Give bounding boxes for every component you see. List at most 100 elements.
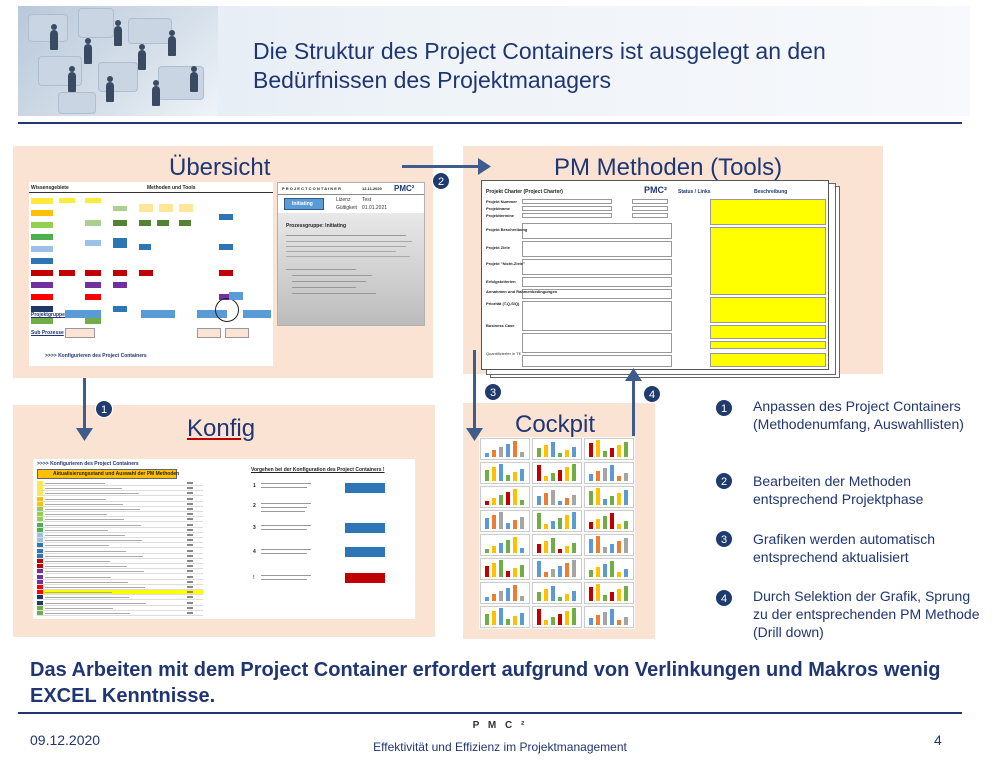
cockpit-mini-chart[interactable] <box>480 558 530 580</box>
pm-methoden-charter-thumbnail[interactable]: Projekt Charter (Project Charter) PMC² S… <box>481 180 829 370</box>
charter-row-label: Projekttermine <box>486 213 515 218</box>
cockpit-mini-chart[interactable] <box>532 534 582 556</box>
konfig-thumbnail[interactable]: >>>> Konfigurieren des Project Container… <box>33 459 415 619</box>
container-phase-label: Initiating <box>292 201 313 207</box>
konfig-table-row <box>37 585 203 590</box>
cockpit-mini-chart[interactable] <box>584 462 634 484</box>
charter-row-label: Projektname <box>486 206 511 211</box>
konfig-table-row <box>37 605 203 611</box>
konfig-table-row <box>37 548 203 554</box>
legend-text-3: Grafiken werden automatisch entsprechend… <box>753 531 936 565</box>
container-gueltig-value: 01.01.2021 <box>362 205 388 211</box>
badge-3: 3 <box>484 383 502 401</box>
charter-row-label: Projekt Ziele <box>486 245 510 250</box>
arrow-2-head <box>478 158 491 175</box>
konfig-table-row <box>37 611 203 616</box>
cockpit-mini-chart[interactable] <box>480 582 530 604</box>
legend-text-4: Durch Selektion der Grafik, Sprung zu de… <box>753 588 980 640</box>
konfig-doc-title: >>>> Konfigurieren des Project Container… <box>37 461 139 467</box>
konfig-step-number: 2 <box>253 503 256 509</box>
charter-row-label: Projekt Nummer <box>486 199 517 204</box>
konfig-table-row <box>37 553 203 559</box>
container-phase-button[interactable] <box>284 198 324 210</box>
cockpit-mini-chart[interactable] <box>480 606 530 628</box>
konfig-right-head: Vorgehen bei der Konfiguration des Proje… <box>251 467 385 473</box>
legend-badge-3: 3 <box>715 530 733 548</box>
slide-title-line-2: Bedürfnissen des Projektmanagers <box>253 67 611 93</box>
konfig-step-button[interactable] <box>345 523 385 533</box>
cockpit-mini-chart[interactable] <box>532 582 582 604</box>
charter-row-label: Priorität (T,Q,S/Q) <box>486 301 520 306</box>
container-date: 12.11.2020 <box>362 186 382 191</box>
konfig-table-row <box>37 569 203 575</box>
cockpit-mini-chart[interactable] <box>532 486 582 508</box>
konfig-table-row <box>37 564 203 570</box>
cockpit-mini-chart[interactable] <box>480 462 530 484</box>
cockpit-mini-chart[interactable] <box>532 438 582 460</box>
slide-title-line-1: Die Struktur des Project Containers ist … <box>253 38 826 64</box>
badge-2: 2 <box>432 172 450 190</box>
legend-text-2: Bearbeiten der Methoden entsprechend Pro… <box>753 473 924 507</box>
cockpit-mini-chart[interactable] <box>532 462 582 484</box>
konfig-table-row <box>37 559 203 564</box>
cockpit-mini-chart[interactable] <box>584 558 634 580</box>
uebersicht-container-thumbnail[interactable]: P R O J E C T C O N T A I N E R 12.11.20… <box>277 182 425 326</box>
legend-badge-2: 2 <box>715 472 733 490</box>
konfig-table-row <box>37 517 203 523</box>
cockpit-mini-chart[interactable] <box>584 582 634 604</box>
konfig-table-row <box>37 590 203 596</box>
container-gueltig-label: Gültigkeit <box>336 205 357 211</box>
cockpit-mini-chart[interactable] <box>480 486 530 508</box>
footer-logo: P M C ² <box>472 720 528 731</box>
konfig-table-row <box>37 486 203 492</box>
konfig-table-row <box>37 533 203 538</box>
charter-col-desc: Beschreibung <box>754 189 788 195</box>
cockpit-mini-chart[interactable] <box>532 606 582 628</box>
konfig-table-head: Aktualisierungsstand und Auswahl der PM … <box>53 471 180 477</box>
konfig-step-button[interactable] <box>345 573 385 583</box>
konfig-table-row <box>37 600 203 606</box>
cockpit-mini-chart[interactable] <box>480 438 530 460</box>
konfig-step-button[interactable] <box>345 547 385 557</box>
legend-badge-4: 4 <box>715 589 733 607</box>
summary-statement: Das Arbeiten mit dem Project Container e… <box>30 659 941 707</box>
charter-logo: PMC² <box>644 185 667 195</box>
uebersicht-overview-thumbnail[interactable]: Wissensgebiete Methoden und Tools <box>29 182 273 366</box>
konfig-table-row <box>37 543 203 549</box>
overview-config-link[interactable]: >>>> Konfigurieren des Project Container… <box>45 353 147 359</box>
charter-row-label: Erfolgskriterien <box>486 279 516 284</box>
cockpit-mini-chart[interactable] <box>480 534 530 556</box>
cockpit-mini-chart[interactable] <box>584 510 634 532</box>
container-logo: PMC² <box>394 184 415 193</box>
konfig-table-row <box>37 527 203 533</box>
cockpit-mini-chart[interactable] <box>584 486 634 508</box>
arrow-2-line <box>402 165 482 168</box>
cockpit-mini-chart[interactable] <box>584 534 634 556</box>
cockpit-thumbnail[interactable] <box>479 437 635 629</box>
konfig-step-number: ! <box>253 575 255 581</box>
overview-sub-prozesse-label: Sub Prozesse <box>31 330 64 336</box>
konfig-step-button[interactable] <box>345 483 385 493</box>
konfig-table-row <box>37 522 203 528</box>
cockpit-mini-chart[interactable] <box>532 510 582 532</box>
cockpit-mini-chart[interactable] <box>584 606 634 628</box>
footer-subtitle: Effektivität und Effizienz im Projektman… <box>373 740 627 754</box>
charter-row-label: Business Case <box>486 323 515 328</box>
konfig-step-number: 3 <box>253 525 256 531</box>
konfig-table-row <box>37 501 203 507</box>
cockpit-mini-chart[interactable] <box>584 438 634 460</box>
header-puzzle-people-image <box>18 6 218 116</box>
panel-uebersicht-title: Übersicht <box>169 154 271 181</box>
container-lizenz-label: Lizenz <box>336 197 351 203</box>
container-header: P R O J E C T C O N T A I N E R <box>282 186 341 191</box>
cockpit-mini-chart[interactable] <box>532 558 582 580</box>
charter-doc-title: Projekt Charter (Project Charter) <box>486 189 563 195</box>
panel-cockpit: Cockpit <box>463 403 655 639</box>
legend-badge-1: 1 <box>715 399 733 417</box>
panel-konfig-title: Konfig <box>187 415 256 442</box>
charter-col-status: Status / Links <box>678 189 711 195</box>
footer-date: 09.12.2020 <box>30 732 101 748</box>
cockpit-mini-chart[interactable] <box>480 510 530 532</box>
konfig-table-row <box>37 507 203 512</box>
konfig-table-row <box>37 595 203 601</box>
